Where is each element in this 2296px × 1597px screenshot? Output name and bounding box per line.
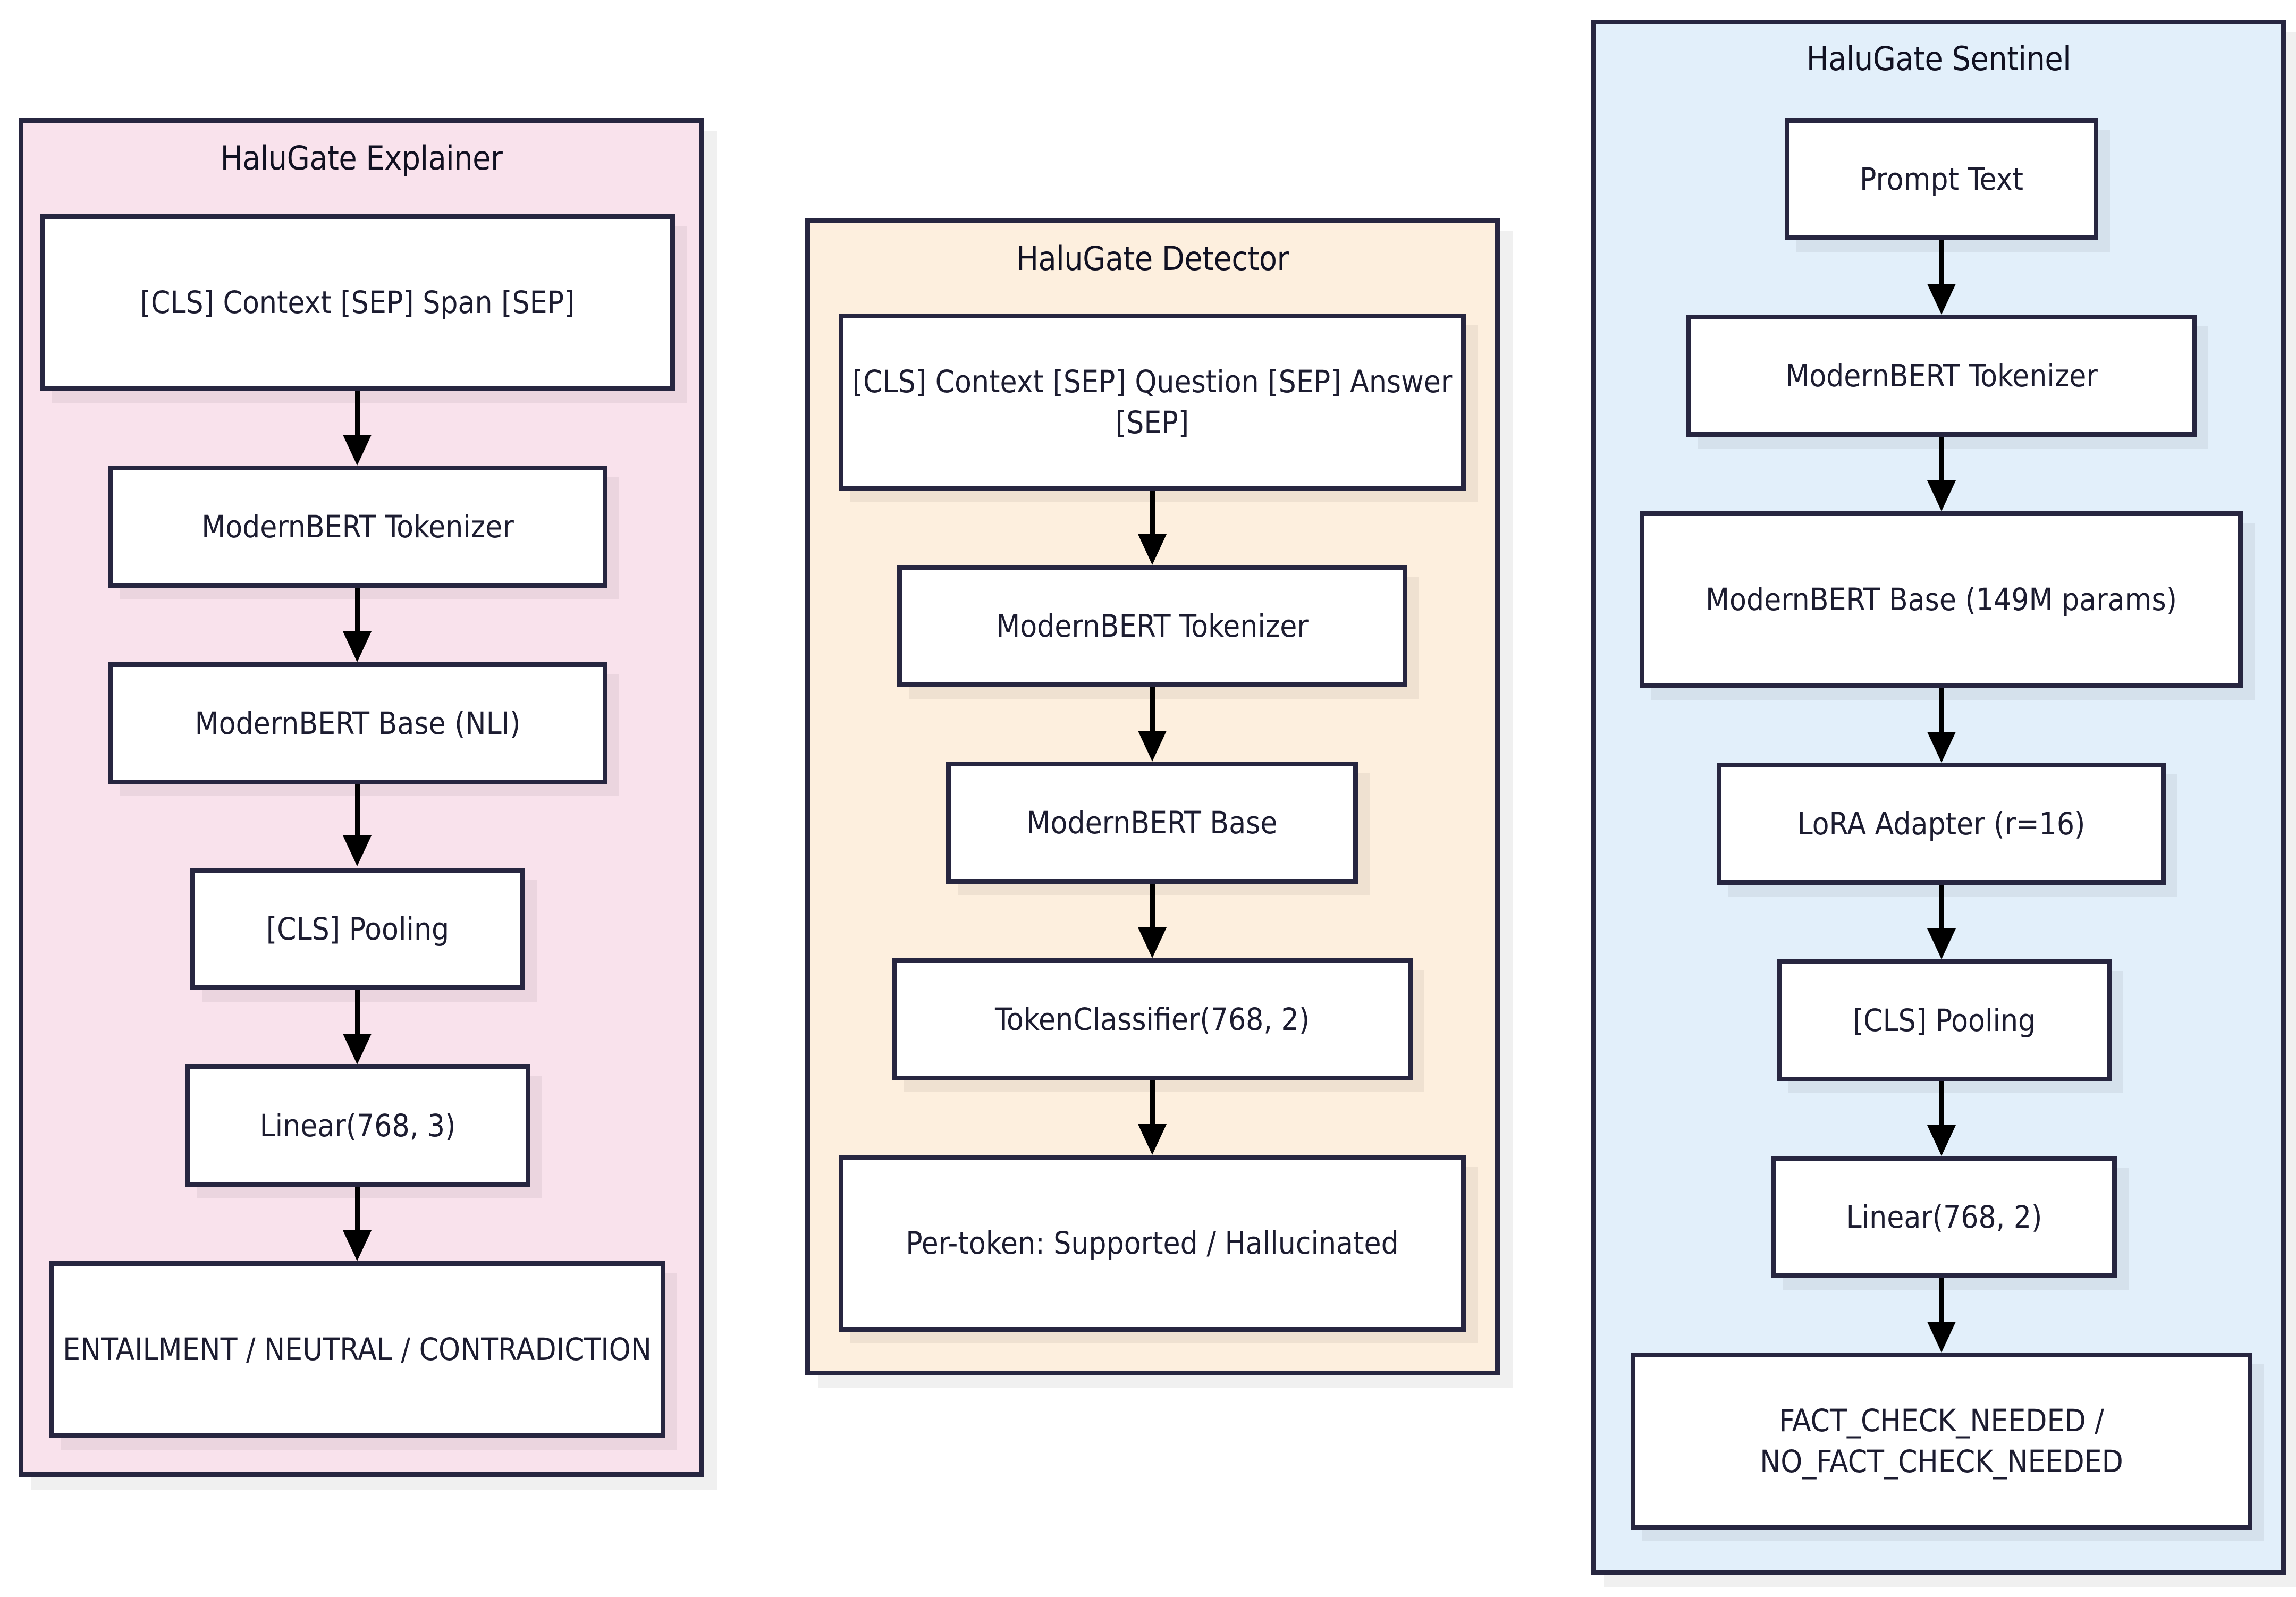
node-sen-pooling: [CLS] Pooling [1777, 959, 2112, 1081]
node-label: [CLS] Context [SEP] Span [SEP] [140, 284, 575, 321]
node-sen-output: FACT_CHECK_NEEDED / NO_FACT_CHECK_NEEDED [1631, 1353, 2252, 1530]
node-label: Linear(768, 3) [259, 1107, 456, 1144]
node-exp-base: ModernBERT Base (NLI) [108, 662, 607, 784]
node-det-output: Per-token: Supported / Hallucinated [839, 1155, 1466, 1332]
node-label: ModernBERT Tokenizer [1785, 357, 2098, 394]
node-det-tokenizer: ModernBERT Tokenizer [897, 565, 1407, 687]
node-label: ENTAILMENT / NEUTRAL / CONTRADICTION [63, 1331, 652, 1368]
node-label: ModernBERT Tokenizer [996, 607, 1309, 644]
cluster-title-sentinel: HaluGate Sentinel [1806, 39, 2071, 78]
node-label: [CLS] Pooling [1852, 1002, 2036, 1038]
cluster-title-detector: HaluGate Detector [1016, 239, 1289, 278]
node-exp-output: ENTAILMENT / NEUTRAL / CONTRADICTION [49, 1261, 665, 1438]
node-label: [CLS] Pooling [266, 910, 450, 947]
node-sen-base: ModernBERT Base (149M params) [1640, 511, 2243, 688]
node-label: Linear(768, 2) [1846, 1198, 2042, 1235]
node-sen-linear: Linear(768, 2) [1771, 1156, 2117, 1278]
node-label: ModernBERT Base [1026, 804, 1278, 841]
node-label: Per-token: Supported / Hallucinated [906, 1225, 1399, 1262]
node-det-head: TokenClassifier(768, 2) [892, 958, 1413, 1080]
node-label: LoRA Adapter (r=16) [1797, 805, 2086, 842]
node-label: Prompt Text [1860, 160, 2023, 197]
node-label: ModernBERT Base (NLI) [195, 705, 521, 741]
node-label: [CLS] Context [SEP] Question [SEP] Answe… [852, 363, 1453, 441]
node-label: ModernBERT Base (149M params) [1706, 581, 2177, 618]
node-det-base: ModernBERT Base [946, 762, 1358, 884]
node-label: TokenClassifier(768, 2) [994, 1001, 1310, 1037]
node-label: ModernBERT Tokenizer [201, 508, 514, 545]
node-label: FACT_CHECK_NEEDED / NO_FACT_CHECK_NEEDED [1760, 1402, 2123, 1480]
cluster-title-explainer: HaluGate Explainer [220, 139, 503, 178]
node-exp-tokenizer: ModernBERT Tokenizer [108, 466, 607, 588]
node-det-input: [CLS] Context [SEP] Question [SEP] Answe… [839, 314, 1466, 491]
node-sen-tokenizer: ModernBERT Tokenizer [1686, 315, 2197, 437]
node-exp-linear: Linear(768, 3) [185, 1064, 530, 1187]
node-exp-pooling: [CLS] Pooling [190, 868, 525, 990]
node-exp-input: [CLS] Context [SEP] Span [SEP] [40, 214, 675, 391]
node-sen-input: Prompt Text [1785, 118, 2098, 240]
node-sen-lora: LoRA Adapter (r=16) [1717, 763, 2166, 885]
